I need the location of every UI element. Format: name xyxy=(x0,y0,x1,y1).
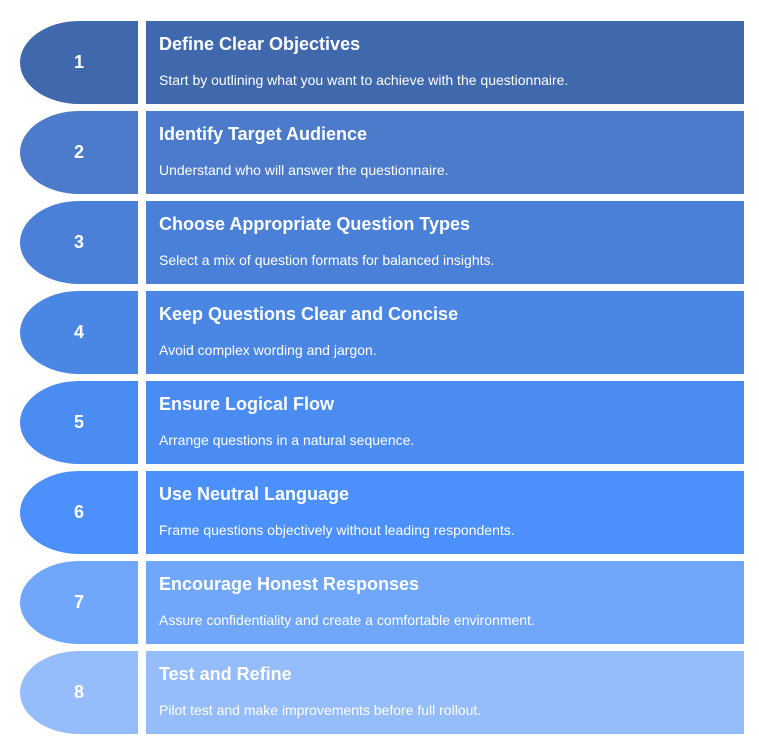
step-description: Pilot test and make improvements before … xyxy=(159,702,482,718)
step-row: 2 Identify Target Audience Understand wh… xyxy=(20,111,744,194)
step-panel: Use Neutral Language Frame questions obj… xyxy=(146,471,744,554)
step-row: 8 Test and Refine Pilot test and make im… xyxy=(20,651,744,734)
step-title: Choose Appropriate Question Types xyxy=(159,214,471,234)
step-title: Define Clear Objectives xyxy=(159,34,361,54)
step-number-badge: 3 xyxy=(20,201,138,284)
step-description: Select a mix of question formats for bal… xyxy=(159,252,495,268)
step-number-badge: 4 xyxy=(20,291,138,374)
step-description: Arrange questions in a natural sequence. xyxy=(159,432,415,448)
step-panel: Test and Refine Pilot test and make impr… xyxy=(146,651,744,734)
step-title: Test and Refine xyxy=(159,664,292,684)
step-row: 6 Use Neutral Language Frame questions o… xyxy=(20,471,744,554)
step-title: Encourage Honest Responses xyxy=(159,574,420,594)
step-number-badge: 2 xyxy=(20,111,138,194)
step-panel: Keep Questions Clear and Concise Avoid c… xyxy=(146,291,744,374)
step-row: 5 Ensure Logical Flow Arrange questions … xyxy=(20,381,744,464)
step-panel: Ensure Logical Flow Arrange questions in… xyxy=(146,381,744,464)
step-panel: Choose Appropriate Question Types Select… xyxy=(146,201,744,284)
step-panel: Identify Target Audience Understand who … xyxy=(146,111,744,194)
step-title: Ensure Logical Flow xyxy=(159,394,335,414)
step-panel: Encourage Honest Responses Assure confid… xyxy=(146,561,744,644)
step-panel: Define Clear Objectives Start by outlini… xyxy=(146,21,744,104)
step-title: Keep Questions Clear and Concise xyxy=(159,304,459,324)
step-description: Understand who will answer the questionn… xyxy=(159,162,449,178)
step-row: 3 Choose Appropriate Question Types Sele… xyxy=(20,201,744,284)
step-number-badge: 8 xyxy=(20,651,138,734)
step-row: 1 Define Clear Objectives Start by outli… xyxy=(20,21,744,104)
step-title: Identify Target Audience xyxy=(159,124,368,144)
step-number-badge: 6 xyxy=(20,471,138,554)
step-number-badge: 1 xyxy=(20,21,138,104)
step-row: 7 Encourage Honest Responses Assure conf… xyxy=(20,561,744,644)
step-row: 4 Keep Questions Clear and Concise Avoid… xyxy=(20,291,744,374)
step-title: Use Neutral Language xyxy=(159,484,350,504)
step-description: Frame questions objectively without lead… xyxy=(159,522,515,538)
step-number-badge: 5 xyxy=(20,381,138,464)
step-description: Avoid complex wording and jargon. xyxy=(159,342,377,358)
step-description: Start by outlining what you want to achi… xyxy=(159,72,569,88)
step-description: Assure confidentiality and create a comf… xyxy=(159,612,535,628)
step-number-badge: 7 xyxy=(20,561,138,644)
